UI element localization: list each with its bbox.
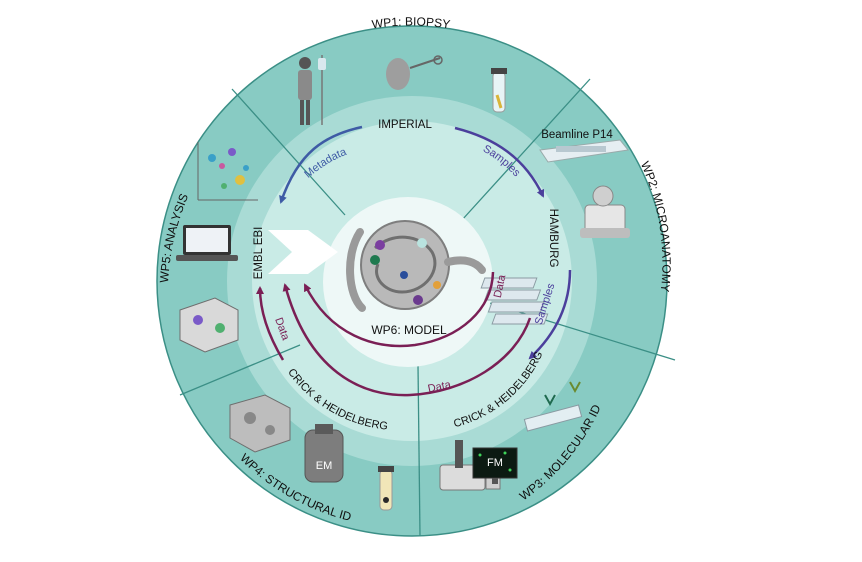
antibody-slide-icon [523, 381, 583, 432]
samples-arrow-top [454, 126, 545, 198]
imperial-label: IMPERIAL [378, 119, 432, 131]
sample-tube-icon [491, 68, 507, 113]
tissue-cube-icon [229, 394, 291, 453]
data-arrow-bottom [282, 283, 532, 397]
data-arrow-inner [303, 271, 495, 348]
beamline-icon [539, 139, 629, 163]
patient-icon [298, 55, 326, 125]
embl-label: EMBL EBI [253, 227, 265, 280]
beamline-label: Beamline P14 [541, 129, 613, 141]
metadata-arrow [279, 125, 363, 204]
electron-microscope-icon [304, 424, 344, 483]
kidney-biopsy-icon [386, 55, 443, 90]
wp6-label: WP6: MODEL [371, 323, 447, 337]
data-label-bottom: Data [427, 379, 453, 396]
fm-monitor-icon [472, 447, 518, 484]
samples-arrow-right [528, 269, 572, 360]
resin-tube-icon [378, 466, 394, 511]
tissue-block-icon [179, 297, 239, 353]
laptop-icon [176, 225, 238, 261]
kidney-organoid-icon [346, 220, 486, 312]
slides-stack-icon [480, 277, 549, 325]
fm-label: FM [487, 457, 503, 469]
microtome-icon [580, 185, 630, 238]
data-arrow-left [256, 286, 285, 361]
umap-scatter-icon [197, 142, 258, 201]
data-label-right: Data [492, 273, 509, 299]
hamburg-label: HAMBURG [547, 209, 559, 268]
em-label: EM [316, 460, 333, 472]
embl-chevron-icon [268, 230, 338, 274]
